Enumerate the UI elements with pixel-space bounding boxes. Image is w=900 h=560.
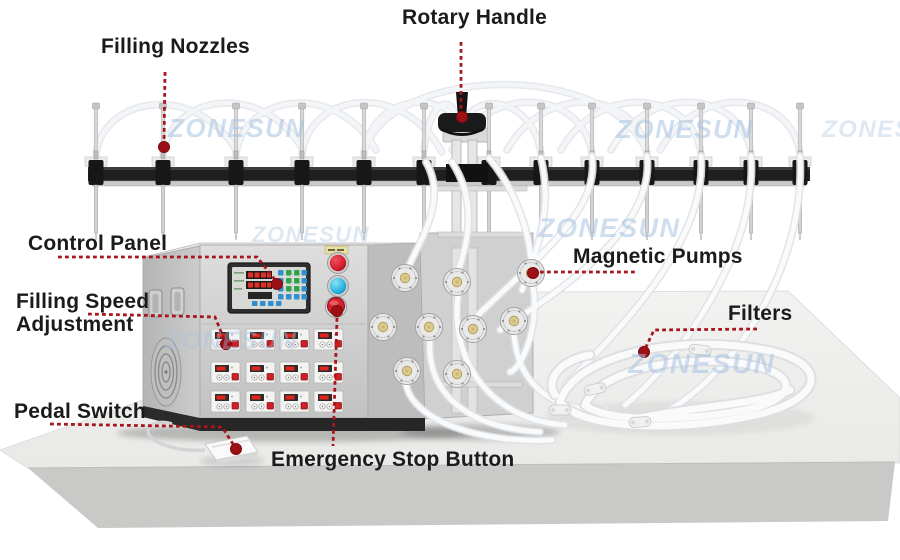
filter-coil [546,338,817,432]
leader-dots [158,111,650,455]
pedal-switch-part [146,420,259,464]
label-filling-speed-adjustment: Filling Speed Adjustment [16,290,149,336]
label-emergency-stop-button: Emergency Stop Button [271,448,515,471]
label-filters: Filters [728,302,793,325]
power-button [327,252,349,274]
label-control-panel: Control Panel [28,232,168,255]
label-pedal-switch: Pedal Switch [14,400,146,423]
cooling-fan-vent [150,337,182,407]
mode-button [327,275,349,297]
label-filling-nozzles: Filling Nozzles [101,35,250,58]
label-magnetic-pumps: Magnetic Pumps [573,245,743,268]
label-filling-speed-line2: Adjustment [16,313,134,336]
pump-tubes [402,152,805,445]
side-handles [148,287,185,318]
control-panel-display [227,262,311,314]
table-front-face [28,462,895,528]
keypad [252,270,307,306]
label-rotary-handle: Rotary Handle [402,6,547,29]
leader-lines [49,42,758,447]
label-filling-speed-line1: Filling Speed [16,290,150,313]
